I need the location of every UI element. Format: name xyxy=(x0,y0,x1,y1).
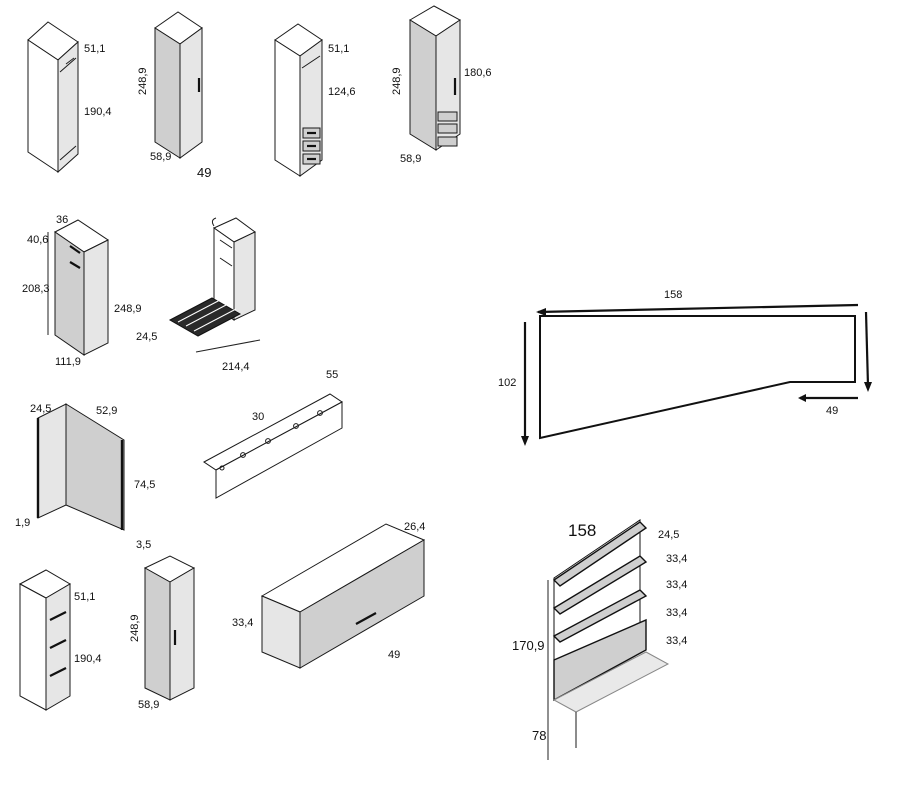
open-tall-cabinet: 51,1 190,4 xyxy=(27,21,112,174)
label-shelf-gap-1: 33,4 xyxy=(666,553,687,565)
drawer-open-cabinet: 51,1 124,6 xyxy=(274,23,356,177)
label-bed-open-length: 214,4 xyxy=(222,361,250,373)
door-tall-cabinet-2: 248,9 58,9 xyxy=(129,555,196,711)
label-top-width: 158 xyxy=(664,289,682,301)
wall-bed-closed: 36 40,6 208,3 248,9 111,9 xyxy=(22,214,142,368)
label-wall-depth: 26,4 xyxy=(404,521,425,533)
label-shelf-depth: 24,5 xyxy=(658,529,679,541)
open-tall-cabinet-2: 51,1 190,4 xyxy=(18,569,102,711)
label-drawer-inner: 124,6 xyxy=(328,86,356,98)
label-wall-height: 33,4 xyxy=(232,617,253,629)
label-open-top: 51,1 xyxy=(84,43,105,55)
desk-top-outline: 158 102 49 xyxy=(498,289,872,446)
label-desk-thickness: 1,9 xyxy=(15,517,30,529)
label-shelf-gap-4: 33,4 xyxy=(666,635,687,647)
label-top-cut: 49 xyxy=(826,405,838,417)
wall-cabinet: 26,4 33,4 49 xyxy=(232,521,425,669)
label-bed-inner: 208,3 xyxy=(22,283,50,295)
label-door-height: 248,9 xyxy=(137,67,149,95)
wall-bed-open: 24,5 214,4 xyxy=(136,217,261,373)
folding-desk-panel: 24,5 52,9 74,5 1,9 3,5 xyxy=(15,403,155,551)
label-shelf-base: 78 xyxy=(532,728,546,743)
label-wall-width: 49 xyxy=(388,649,400,661)
label-drawer-door-width: 58,9 xyxy=(400,153,421,165)
label-shelf-gap-3: 33,4 xyxy=(666,607,687,619)
label-door-width: 58,9 xyxy=(150,151,171,163)
label-bed-depth: 36 xyxy=(56,214,68,226)
label-shelf2-inner: 190,4 xyxy=(74,653,102,665)
label-drawer-door-inner: 180,6 xyxy=(464,67,492,79)
label-bracket-w: 30 xyxy=(252,411,264,423)
angle-bracket: 55 30 xyxy=(203,369,343,499)
drawer-door-cabinet: 248,9 180,6 58,9 xyxy=(391,5,492,165)
label-drawer-top: 51,1 xyxy=(328,43,349,55)
label-bed-open-depth: 24,5 xyxy=(136,331,157,343)
label-bracket-len: 55 xyxy=(326,369,338,381)
label-open-inner: 190,4 xyxy=(84,106,112,118)
label-door2-height: 248,9 xyxy=(129,614,141,642)
label-desk-depth: 24,5 xyxy=(30,403,51,415)
door-tall-cabinet: 248,9 58,9 49 xyxy=(137,11,211,180)
label-shelf-gap-2: 33,4 xyxy=(666,579,687,591)
label-desk-height: 74,5 xyxy=(134,479,155,491)
label-shelf-total: 158 xyxy=(568,521,596,540)
label-common-depth: 49 xyxy=(197,165,211,180)
label-bed-width: 111,9 xyxy=(55,356,81,368)
label-drawer-door-height: 248,9 xyxy=(391,67,403,95)
label-shelf-height: 170,9 xyxy=(512,638,545,653)
label-bed-top: 40,6 xyxy=(27,234,48,246)
shelving-unit: 158 24,5 33,4 33,4 33,4 33,4 170,9 78 xyxy=(512,519,687,760)
label-top-depth: 102 xyxy=(498,377,516,389)
label-shelf2-top: 51,1 xyxy=(74,591,95,603)
label-desk-leg: 3,5 xyxy=(136,539,151,551)
label-bed-height: 248,9 xyxy=(114,303,142,315)
label-door2-width: 58,9 xyxy=(138,699,159,711)
label-desk-width: 52,9 xyxy=(96,405,117,417)
